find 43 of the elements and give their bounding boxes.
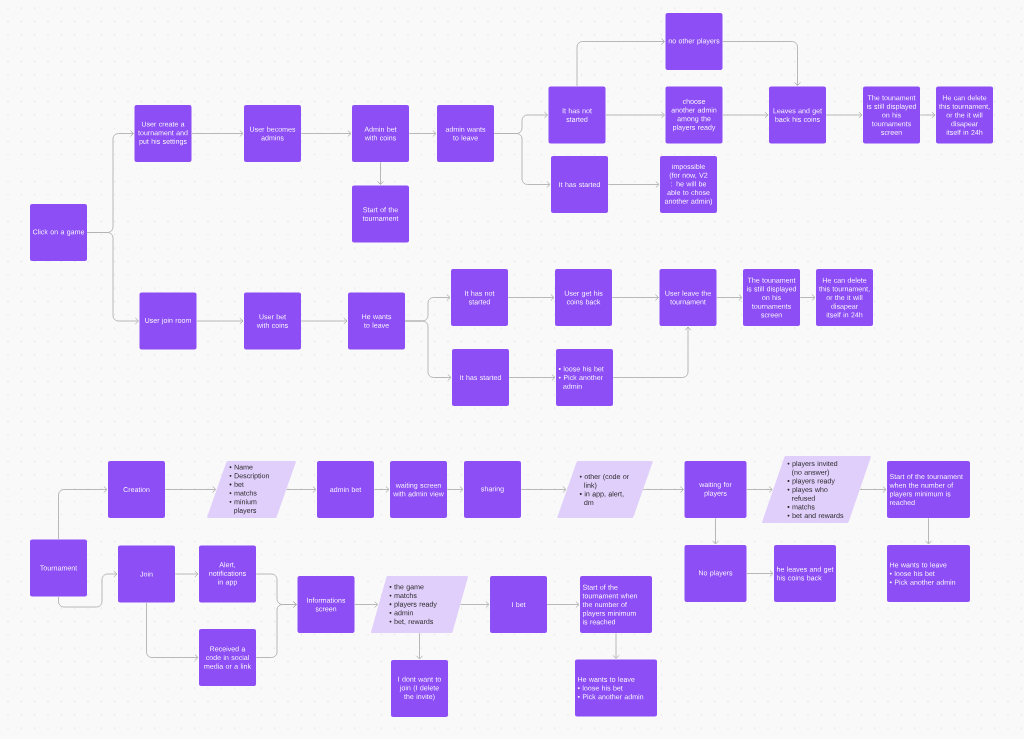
arrow	[919, 111, 936, 119]
arrow	[300, 130, 352, 137]
arrow	[404, 320, 452, 381]
arrow	[408, 130, 437, 137]
arrow	[611, 294, 659, 301]
arrow	[373, 486, 390, 493]
arrow	[746, 486, 773, 493]
arrow	[722, 111, 769, 119]
arrow	[642, 486, 684, 493]
arrow	[607, 181, 660, 188]
arrow	[58, 570, 118, 608]
arrow	[507, 294, 555, 301]
arrow	[520, 486, 567, 493]
arrow	[712, 517, 719, 545]
arrow	[174, 570, 199, 578]
arrow	[546, 601, 580, 608]
arrow	[164, 486, 217, 493]
arrow	[416, 632, 423, 660]
arrow	[191, 130, 244, 137]
arrow	[286, 486, 317, 493]
arrow	[446, 486, 464, 493]
arrow	[508, 374, 556, 381]
arrow	[825, 111, 863, 119]
arrow	[576, 38, 665, 87]
arrow	[716, 294, 743, 301]
arrow	[354, 601, 379, 608]
arrow	[146, 602, 199, 661]
arrow	[746, 570, 774, 577]
arrow	[86, 232, 139, 325]
arrow	[300, 317, 348, 325]
arrow	[493, 133, 551, 188]
arrow	[605, 111, 665, 119]
arrow	[722, 41, 801, 86]
arrow	[460, 601, 490, 608]
arrow	[196, 317, 244, 325]
arrow	[859, 486, 887, 493]
arrow	[799, 294, 816, 301]
arrow	[612, 632, 620, 659]
arrow	[58, 486, 108, 540]
arrow	[612, 326, 692, 378]
arrow	[377, 161, 384, 185]
arrow	[255, 601, 297, 658]
arrow	[925, 517, 932, 545]
